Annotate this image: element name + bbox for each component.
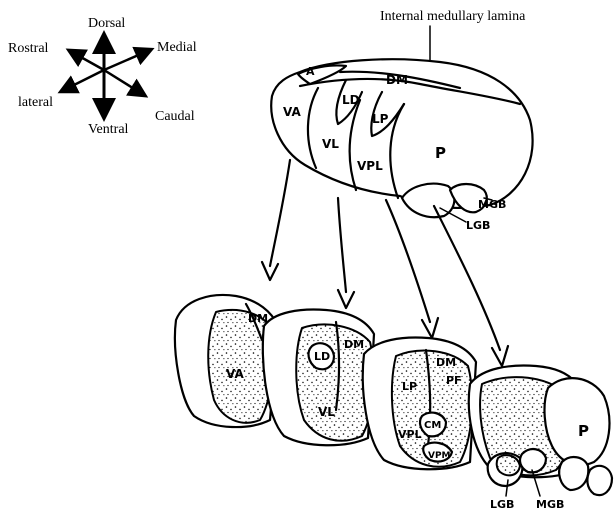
- arrow-to-section-1: [262, 160, 290, 280]
- label-ld: LD: [342, 93, 360, 107]
- rostral-arrow: [70, 51, 104, 70]
- s2-label-dm: DM: [344, 338, 364, 351]
- label-mgb: MGB: [478, 198, 506, 211]
- section-4-mgb-3: [587, 466, 612, 495]
- s4-label-mgb: MGB: [536, 498, 564, 511]
- s1-label-va: VA: [226, 367, 244, 381]
- rostral-label: Rostral: [8, 41, 49, 56]
- arrow-to-section-3: [386, 200, 438, 338]
- lateral-arrow: [62, 70, 104, 91]
- orientation-compass: Dorsal Ventral Rostral Caudal Medial lat…: [8, 16, 197, 137]
- s3-label-vpl: VPL: [398, 428, 422, 441]
- medial-label: Medial: [157, 40, 197, 55]
- s3-label-pf: PF: [446, 374, 462, 387]
- label-vpl: VPL: [357, 159, 383, 173]
- s3-label-vpm: VPM: [428, 451, 451, 461]
- section-2: LD DM VL: [263, 310, 374, 446]
- s2-label-vl: VL: [318, 405, 335, 419]
- s3-label-lp: LP: [402, 380, 417, 393]
- section-4: P LGB MGB: [469, 366, 612, 511]
- lateral-label: lateral: [18, 95, 53, 110]
- arrow-to-section-2: [338, 198, 354, 308]
- lamina-label: Internal medullary lamina: [380, 9, 526, 24]
- label-lp: LP: [372, 112, 389, 126]
- dorsal-label: Dorsal: [88, 16, 125, 31]
- s2-label-ld: LD: [314, 350, 330, 363]
- s4-label-lgb: LGB: [490, 498, 514, 511]
- label-p: P: [435, 144, 446, 162]
- caudal-arrow: [104, 70, 144, 95]
- label-a: A: [306, 65, 315, 78]
- section-4-lgb-inner: [497, 455, 520, 475]
- ventral-label: Ventral: [88, 122, 129, 137]
- label-va: VA: [283, 105, 301, 119]
- label-lgb: LGB: [466, 219, 490, 232]
- medial-arrow: [104, 50, 150, 70]
- s3-label-cm: CM: [424, 420, 441, 431]
- s3-label-dm: DM: [436, 356, 456, 369]
- label-vl: VL: [322, 137, 339, 151]
- s4-label-p: P: [578, 422, 589, 440]
- section-4-mgb-1: [520, 449, 546, 472]
- caudal-label: Caudal: [155, 109, 195, 124]
- whole-thalamus: A DM VA LD VL LP VPL P MGB LGB: [271, 59, 532, 232]
- section-4-mgb-2: [559, 457, 588, 490]
- section-3: DM PF LP CM VPL VPM: [363, 338, 476, 470]
- label-dm: DM: [386, 73, 408, 87]
